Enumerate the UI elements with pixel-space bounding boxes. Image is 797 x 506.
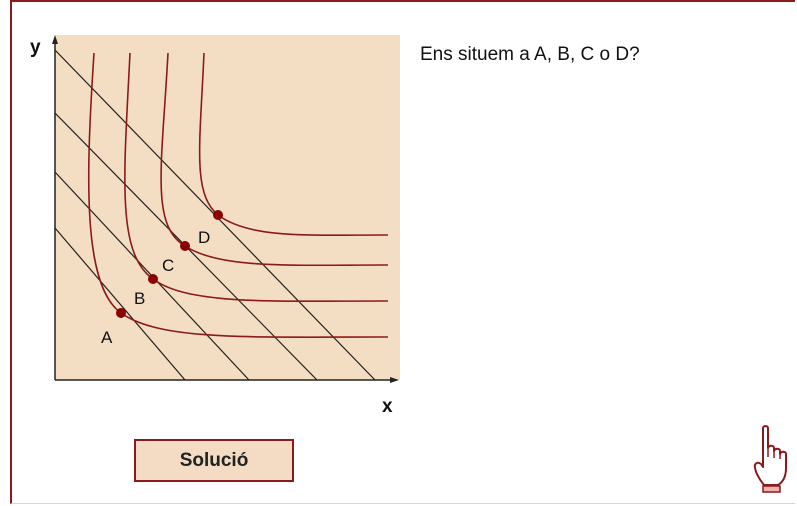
point-c-label: C xyxy=(162,256,174,275)
indifference-diagram: y x A B C D xyxy=(30,35,400,417)
point-d[interactable] xyxy=(213,210,223,220)
x-axis-arrow xyxy=(390,377,399,383)
y-axis-label: y xyxy=(30,37,41,58)
question-text: Ens situem a A, B, C o D? xyxy=(420,44,640,65)
solution-button[interactable]: Solució xyxy=(134,439,294,482)
point-a[interactable] xyxy=(116,308,126,318)
x-axis-label: x xyxy=(382,396,393,417)
point-c[interactable] xyxy=(180,241,190,251)
plot-area xyxy=(55,35,400,380)
point-d-label: D xyxy=(198,228,210,247)
y-axis-arrow xyxy=(52,35,58,44)
point-b[interactable] xyxy=(148,274,158,284)
budget-line-1 xyxy=(55,227,186,380)
pointing-hand-icon[interactable] xyxy=(752,424,790,498)
point-a-label: A xyxy=(101,328,113,347)
point-b-label: B xyxy=(134,289,145,308)
content-frame xyxy=(10,0,795,504)
